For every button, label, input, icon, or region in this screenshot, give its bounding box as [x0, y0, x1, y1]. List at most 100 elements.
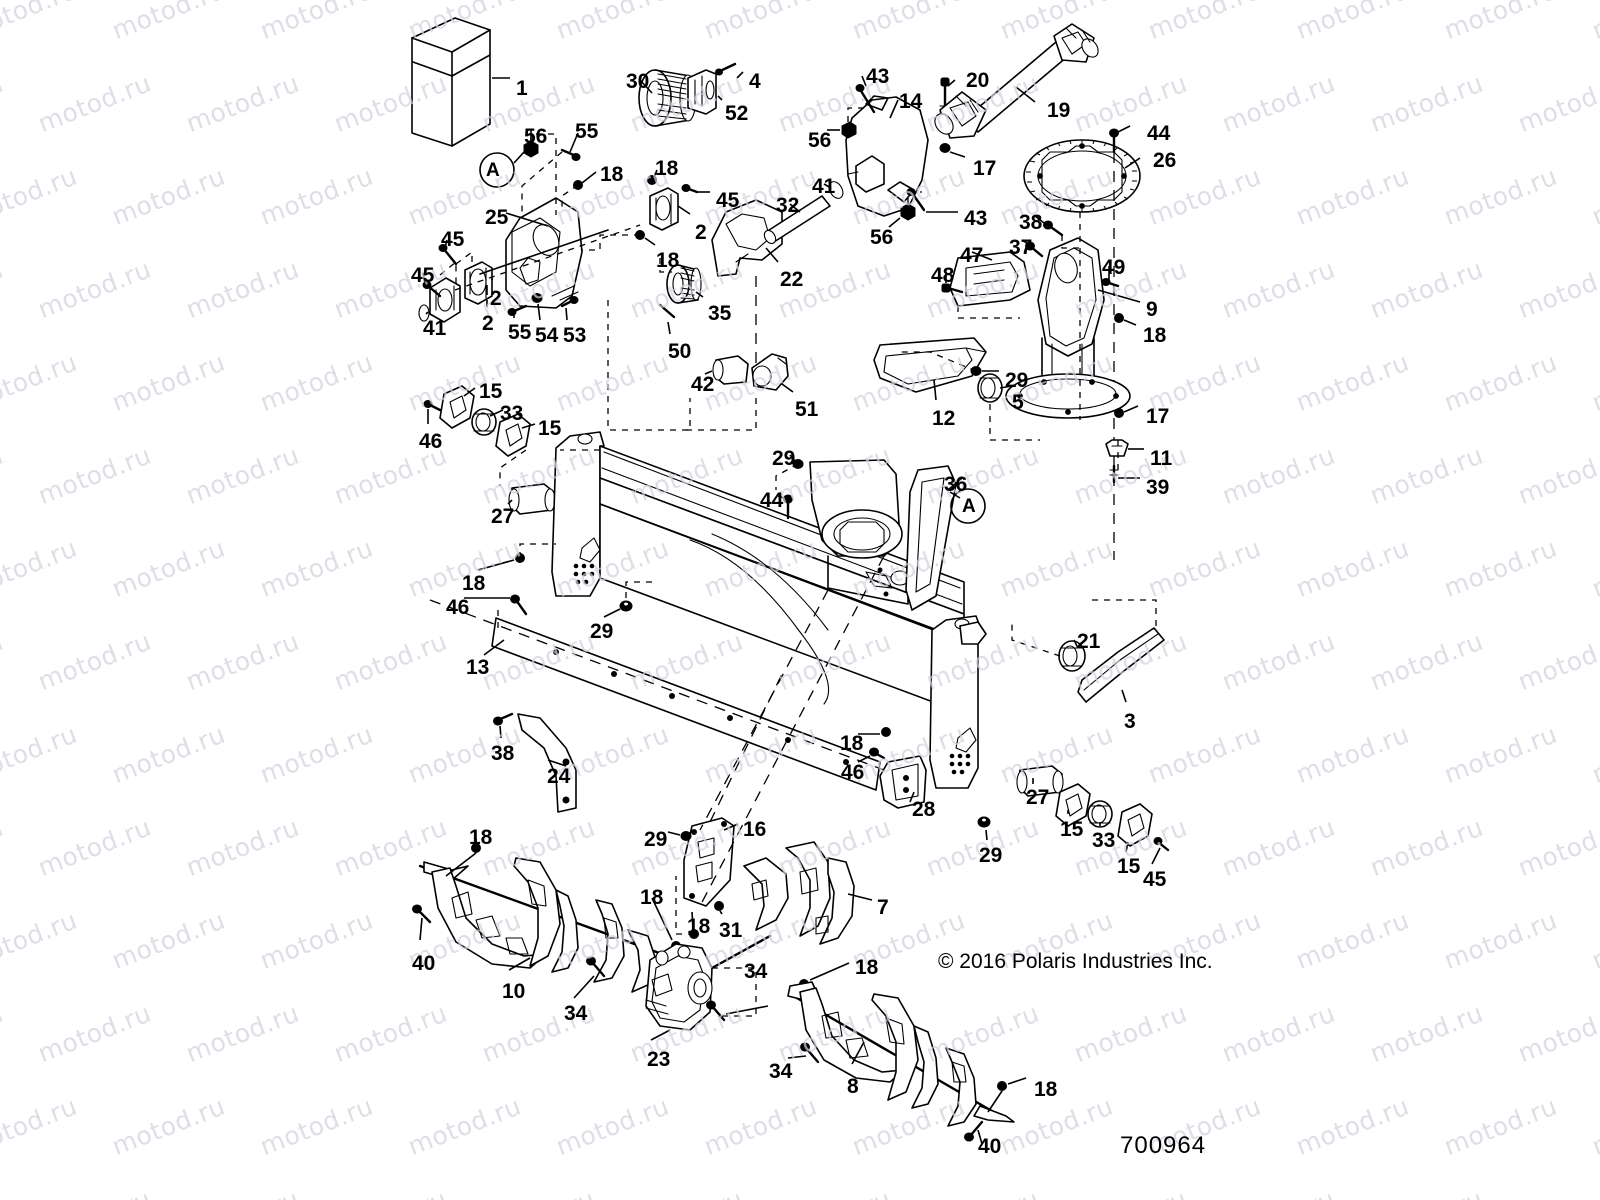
leader-9 [1097, 289, 1141, 303]
callout-number: 19 [1047, 99, 1071, 122]
leader-37 [1021, 239, 1029, 245]
callout-number: 14 [899, 90, 923, 113]
part-32-rod [763, 195, 831, 245]
callout-number: 13 [466, 656, 490, 679]
reference-mark-label: A [486, 160, 500, 181]
callout-number: 16 [743, 818, 767, 841]
leader-53 [565, 307, 568, 321]
callout-number: 18 [640, 886, 664, 909]
part-24-brace [517, 713, 577, 813]
callout-number: 18 [687, 915, 711, 938]
part-39-bolt [1109, 464, 1119, 484]
assembly-18-c [582, 234, 640, 251]
leader-42 [704, 370, 713, 375]
callout-number: 1 [516, 77, 528, 100]
leader-13 [483, 639, 505, 656]
leader-23 [650, 1029, 671, 1041]
assembly-55-25 [521, 151, 563, 216]
callout-number: 18 [655, 157, 679, 180]
part-46-bolt-left-a [423, 400, 442, 412]
assembly-18-divider [675, 876, 694, 935]
callout-number: 22 [780, 268, 804, 291]
part-55-bolt-top [560, 148, 581, 161]
callout-number: 29 [590, 620, 614, 643]
part-8-auger-right-lower [787, 981, 1015, 1127]
callout-number: 41 [423, 317, 447, 340]
callout-number: 38 [491, 742, 515, 765]
part-52-hub [687, 69, 717, 115]
callout-number: 33 [1092, 829, 1116, 852]
part-46-mount [869, 747, 886, 760]
leader-ref-a-mid [949, 491, 961, 499]
part-17-nut-lower [1114, 408, 1124, 418]
callout-number: 39 [1146, 476, 1170, 499]
assembly-29-lower [625, 581, 652, 598]
callout-number: 38 [1019, 211, 1043, 234]
assembly-56-43-top [847, 107, 870, 122]
callout-number: 28 [912, 798, 936, 821]
callout-number: 30 [626, 70, 650, 93]
callout-number: 34 [769, 1060, 793, 1083]
part-34-bolt-right-a [706, 1000, 726, 1022]
leader-18-auger-right-end [1007, 1077, 1027, 1085]
leader-18-c [644, 237, 656, 246]
part-23-gearbox [645, 943, 713, 1031]
part-31-bolt [714, 901, 724, 911]
callout-number: 56 [870, 226, 894, 249]
part-40-bolt-right [964, 1120, 984, 1142]
assembly-guide-b [699, 555, 885, 907]
callout-number: 15 [1117, 855, 1141, 878]
leader-29-divider [667, 831, 681, 836]
part-41-washer-right [828, 181, 844, 199]
callout-number: 27 [1026, 786, 1050, 809]
assembly-large-left [607, 300, 691, 431]
assembly-38 [1061, 235, 1082, 249]
callout-number: 18 [469, 826, 493, 849]
leader-46-mount [857, 755, 871, 763]
leader-18-auger-left-b [445, 852, 477, 877]
leader-51 [781, 383, 794, 393]
leader-22 [765, 247, 779, 263]
callout-number: 7 [877, 896, 889, 919]
part-45-bolt-left-b [422, 281, 442, 298]
callout-number: 44 [1147, 122, 1171, 145]
callout-number: 12 [932, 407, 956, 430]
callout-number: 27 [491, 505, 515, 528]
leader-52 [717, 95, 723, 101]
callout-number: 45 [1143, 868, 1167, 891]
part-41-washer-left [418, 304, 430, 322]
part-14-gearcase-cover [845, 95, 929, 217]
leader-29-frame-lower [603, 608, 621, 618]
part-7-auger-right-upper [710, 841, 855, 970]
callout-number: 56 [808, 129, 832, 152]
leader-15-a [463, 387, 476, 397]
assembly-29-frame [775, 463, 799, 490]
leader-18-auger-right-end-b [987, 1090, 1003, 1113]
part-18-right-column [1114, 313, 1124, 323]
leader-45-right-lower [1151, 847, 1161, 865]
leader-40-left [419, 917, 423, 941]
leader-18-a [581, 171, 597, 184]
leader-18-col [1123, 319, 1137, 326]
callout-number: 56 [524, 125, 548, 148]
leader-15-right-b [1125, 841, 1129, 853]
callout-number: 43 [866, 65, 890, 88]
callout-number: 23 [647, 1048, 671, 1071]
part-34-bolt-right-b [800, 1042, 820, 1064]
part-50-key [658, 303, 676, 319]
part-28-mount-bracket [879, 755, 927, 809]
leader-10 [508, 957, 531, 971]
part-43-bolt-top [855, 84, 876, 114]
ref-a-circle-mid [950, 488, 986, 524]
callout-number: 34 [744, 960, 768, 983]
leader-7 [847, 893, 873, 901]
callout-number: 25 [485, 206, 509, 229]
callout-number: 24 [547, 765, 571, 788]
leader-16 [723, 823, 739, 831]
leader-ref-a-top [513, 151, 525, 164]
leader-15-b [521, 423, 536, 429]
u-joint-lower [934, 91, 987, 139]
assembly-18-a [561, 184, 579, 210]
copyright-notice: © 2016 Polaris Industries Inc. [938, 950, 1213, 973]
